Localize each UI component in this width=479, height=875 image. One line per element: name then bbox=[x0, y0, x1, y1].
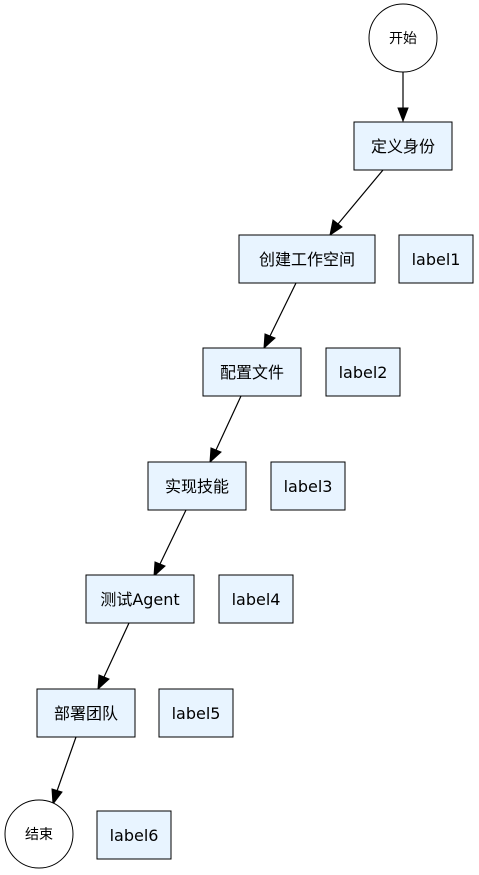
node-end-label: 结束 bbox=[25, 827, 53, 843]
node-end[interactable]: 结束 bbox=[4, 799, 74, 869]
node-define-identity[interactable]: 定义身份 bbox=[353, 121, 453, 171]
edge-create-workspace-to-config-files bbox=[269, 282, 297, 337]
node-implement-skills-label: 实现技能 bbox=[165, 477, 229, 496]
label-node-2-text: label2 bbox=[339, 363, 388, 382]
label-node-3-text: label3 bbox=[284, 477, 333, 496]
node-config-files-label: 配置文件 bbox=[220, 363, 284, 382]
node-start[interactable]: 开始 bbox=[368, 3, 438, 73]
label-node-1-text: label1 bbox=[412, 250, 461, 269]
label-node-6[interactable]: label6 bbox=[96, 810, 172, 860]
node-implement-skills[interactable]: 实现技能 bbox=[147, 461, 247, 511]
arrow-head-7 bbox=[51, 788, 63, 806]
node-deploy-team-label: 部署团队 bbox=[54, 704, 118, 723]
edge-config-files-to-implement-skills bbox=[215, 395, 242, 451]
arrow-head-5 bbox=[153, 561, 166, 578]
node-start-label: 开始 bbox=[389, 31, 417, 47]
edge-implement-skills-to-test-agent bbox=[159, 509, 187, 565]
node-deploy-team[interactable]: 部署团队 bbox=[36, 688, 136, 738]
arrow-head-2 bbox=[329, 219, 343, 237]
label-node-6-text: label6 bbox=[110, 826, 159, 845]
label-node-1[interactable]: label1 bbox=[398, 234, 474, 284]
label-node-4[interactable]: label4 bbox=[218, 574, 294, 624]
arrow-head-4 bbox=[209, 447, 222, 464]
label-node-5-text: label5 bbox=[172, 704, 221, 723]
node-test-agent-label: 测试Agent bbox=[100, 590, 179, 609]
label-node-5[interactable]: label5 bbox=[158, 688, 234, 738]
label-node-4-text: label4 bbox=[232, 590, 281, 609]
node-create-workspace-label: 创建工作空间 bbox=[259, 250, 355, 269]
node-define-identity-label: 定义身份 bbox=[371, 137, 435, 156]
edges bbox=[51, 72, 409, 806]
edge-deploy-team-to-end bbox=[56, 736, 77, 792]
node-create-workspace[interactable]: 创建工作空间 bbox=[238, 234, 376, 284]
node-test-agent[interactable]: 测试Agent bbox=[85, 574, 195, 624]
edge-test-agent-to-deploy-team bbox=[103, 622, 130, 678]
arrow-head-3 bbox=[263, 333, 276, 350]
edge-define-identity-to-create-workspace bbox=[337, 169, 384, 225]
label-node-2[interactable]: label2 bbox=[325, 347, 401, 397]
label-node-3[interactable]: label3 bbox=[270, 461, 346, 511]
arrow-head-6 bbox=[97, 674, 110, 691]
node-config-files[interactable]: 配置文件 bbox=[202, 347, 302, 397]
arrow-head-1 bbox=[397, 107, 409, 123]
